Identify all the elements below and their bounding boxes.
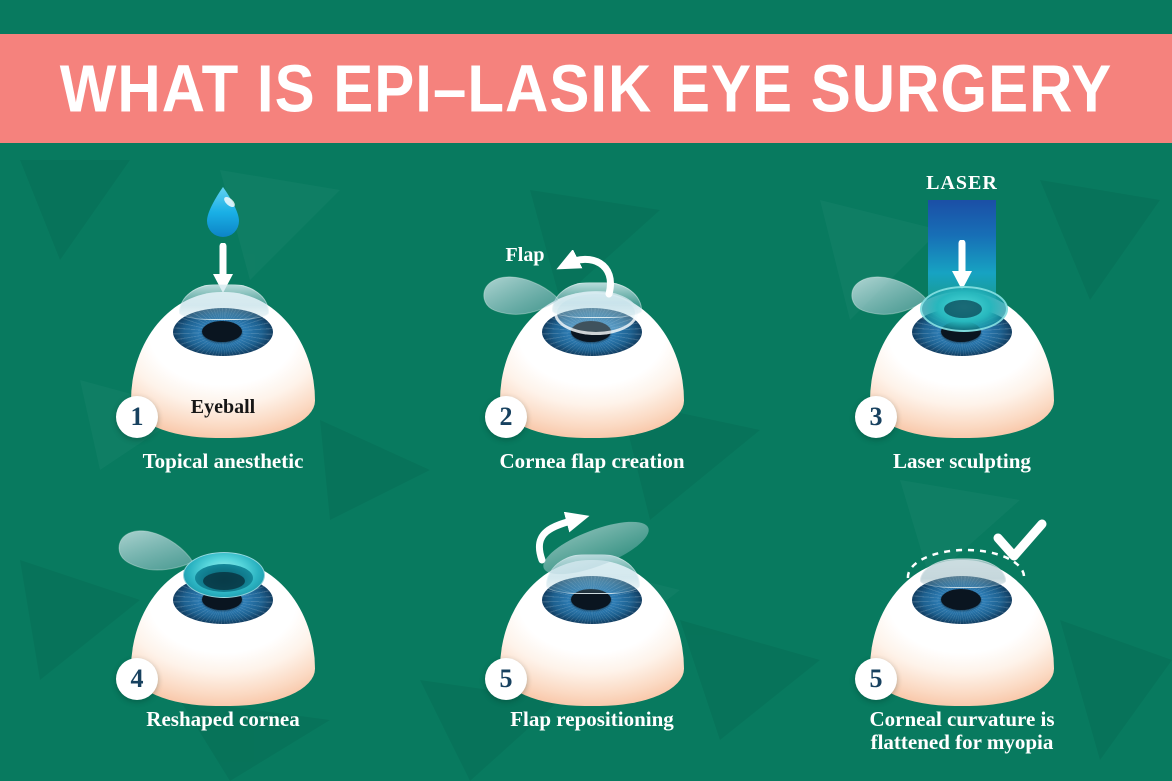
laser-glow-core — [944, 300, 982, 318]
droplet-icon — [207, 187, 239, 237]
step-number: 5 — [499, 664, 513, 693]
step-caption: Flap repositioning — [510, 707, 674, 731]
step-caption-line2: flattened for myopia — [870, 730, 1054, 754]
checkmark-icon — [993, 519, 1047, 561]
step-badge: 5 — [855, 658, 897, 700]
eyeball-illustration — [131, 552, 315, 706]
eyeball-label: Eyeball — [190, 396, 256, 418]
eyeball-illustration — [131, 284, 315, 438]
step-number: 2 — [499, 402, 513, 431]
step-caption: Cornea flap creation — [499, 449, 685, 473]
step-caption-line1: Corneal curvature is — [869, 707, 1055, 731]
dashed-curvature-outline — [906, 548, 1026, 579]
down-arrow-icon — [952, 240, 972, 290]
pupil — [941, 589, 981, 610]
step-badge: 2 — [485, 396, 527, 438]
step-caption: Laser sculpting — [893, 449, 1031, 473]
curved-arrow-icon — [536, 512, 590, 564]
step-number: 3 — [869, 402, 883, 431]
eyeball-illustration — [870, 558, 1054, 706]
curved-arrow-icon — [556, 250, 614, 298]
panel-topical-anesthetic: Eyeball 1 Topical anesthetic — [53, 150, 393, 490]
step-badge: 4 — [116, 658, 158, 700]
pupil — [202, 321, 242, 342]
step-caption: Corneal curvature is flattened for myopi… — [792, 708, 1132, 754]
panel-flap-repositioning: 5 Flap repositioning — [422, 490, 762, 781]
eyeball-illustration — [500, 282, 684, 438]
flap-shape — [483, 276, 560, 315]
laser-label: LASER — [926, 172, 998, 194]
panel-laser-sculpting: LASER 3 Laser sculpting — [792, 150, 1132, 490]
header-banner: WHAT IS EPI–LASIK EYE SURGERY — [0, 34, 1172, 143]
step-caption: Reshaped cornea — [146, 707, 300, 731]
panel-cornea-flap-creation: Flap 2 Cornea flap creation — [422, 150, 762, 490]
step-number: 5 — [869, 664, 883, 693]
pupil — [571, 589, 611, 610]
cornea — [179, 284, 269, 320]
step-number: 4 — [130, 664, 144, 693]
step-number: 1 — [130, 402, 144, 431]
step-caption: Topical anesthetic — [142, 449, 304, 473]
eyeball-illustration — [870, 286, 1054, 438]
panel-corneal-curvature-flattened: 5 Corneal curvature is flattened for myo… — [792, 490, 1132, 781]
panel-reshaped-cornea: 4 Reshaped cornea — [53, 490, 393, 781]
step-badge: 1 — [116, 396, 158, 438]
flattened-cornea — [920, 558, 1006, 588]
reshaped-cornea-depression — [203, 572, 245, 590]
page-title: WHAT IS EPI–LASIK EYE SURGERY — [59, 50, 1113, 127]
step-badge: 3 — [855, 396, 897, 438]
step-badge: 5 — [485, 658, 527, 700]
eyeball-illustration — [500, 554, 684, 706]
flap-label: Flap — [505, 244, 545, 266]
